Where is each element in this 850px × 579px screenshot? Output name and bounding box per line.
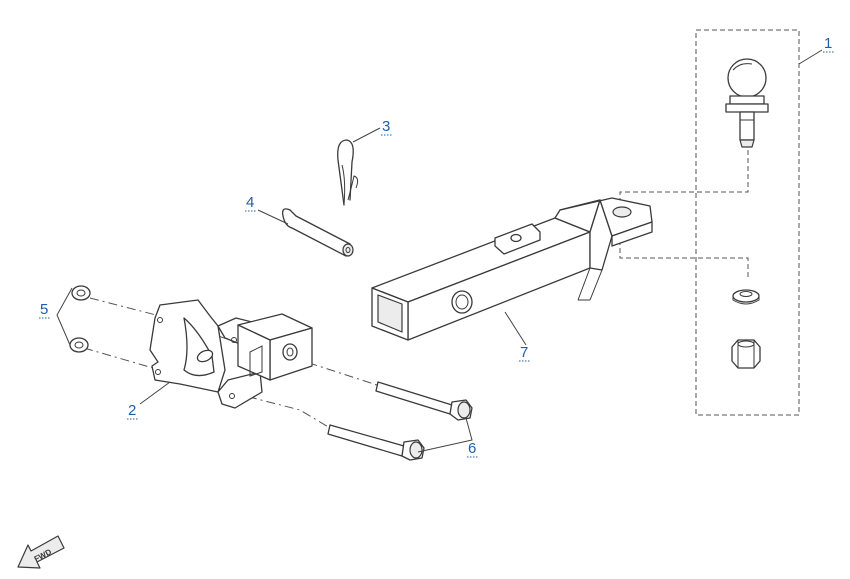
washer-upper[interactable] [71,285,91,301]
leader-2 [139,381,171,405]
leader-6 [417,417,473,453]
bolt-lower[interactable] [327,424,425,461]
leader-4 [257,209,289,225]
washer-lower[interactable] [69,337,89,353]
receiver-drawbar[interactable] [371,197,653,341]
leader-1 [798,49,823,65]
hitch-ball[interactable] [725,58,769,148]
lock-washer[interactable] [732,289,760,305]
hex-nut[interactable] [731,339,761,369]
svg-text:7: 7 [520,344,528,361]
callout-6[interactable]: 6 [467,440,478,458]
assembly-line-lower [619,232,749,280]
hitch-pin-clip[interactable] [337,139,359,206]
svg-text:1: 1 [824,35,832,52]
callout-4[interactable]: 4 [245,194,256,212]
leader-3 [352,127,381,143]
callout-2[interactable]: 2 [127,402,138,420]
svg-text:5: 5 [40,301,48,318]
leader-7 [504,311,527,346]
assembly-line-upper [619,150,749,212]
hitch-mounting-bracket[interactable] [149,299,313,409]
leader-5 [56,287,73,346]
svg-text:2: 2 [128,402,136,419]
svg-text:6: 6 [468,440,476,457]
hitch-pin[interactable] [282,208,354,257]
svg-text:3: 3 [382,118,390,135]
bolt-upper[interactable] [375,381,473,421]
fwd-arrow-icon: FWD [17,535,65,569]
svg-text:4: 4 [246,194,254,211]
callout-3[interactable]: 3 [381,118,392,136]
callout-5[interactable]: 5 [39,301,50,319]
callout-7[interactable]: 7 [519,344,530,362]
callout-1[interactable]: 1 [823,35,834,53]
part-1-group-box [695,29,800,416]
